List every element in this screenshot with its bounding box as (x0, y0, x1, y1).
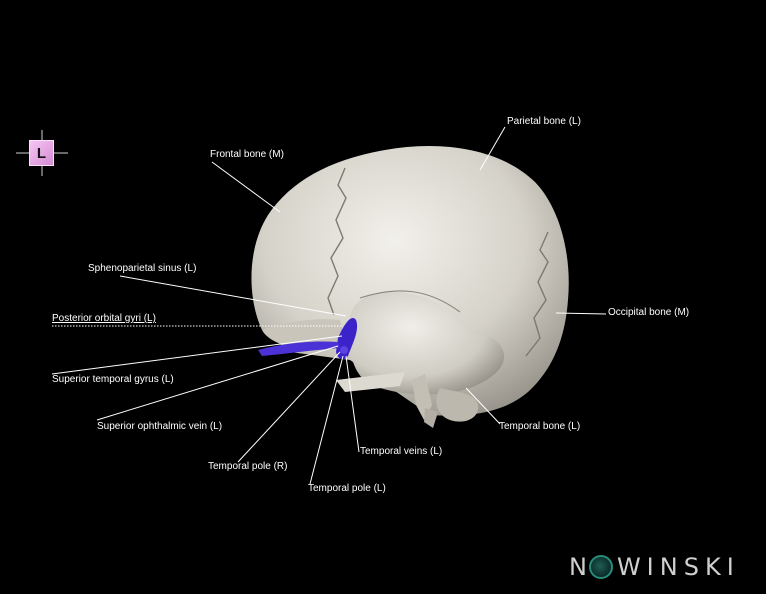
mastoid-process (436, 388, 479, 422)
label-occipital-bone: Occipital bone (M) (608, 307, 690, 318)
lower-process (424, 408, 438, 428)
zygomatic-process (336, 372, 405, 392)
pointer-occipital (555, 312, 607, 315)
pointer-temporal-pole-r (237, 351, 341, 463)
label-frontal-bone: Frontal bone (M) (210, 149, 284, 160)
brand-text-left: N (569, 553, 593, 581)
pointer-sphenoparietal (119, 275, 347, 317)
temporal-bone-shape (348, 291, 505, 395)
pointer-lines (51, 126, 607, 485)
orientation-letter: L (29, 140, 54, 166)
pointer-parietal (479, 126, 506, 171)
pointer-temporal-pole-l (309, 355, 344, 485)
label-superior-ophthalmic-vein: Superior ophthalmic vein (L) (97, 421, 223, 432)
pointer-temporal-bone (465, 387, 501, 425)
orientation-cube[interactable]: L (16, 130, 68, 176)
styloid-process (412, 374, 432, 420)
brain-globe-icon (588, 555, 613, 579)
label-superior-temporal-gyrus: Superior temporal gyrus (L) (52, 374, 174, 385)
label-temporal-veins: Temporal veins (L) (360, 446, 443, 457)
coronal-suture (327, 167, 347, 316)
pointer-frontal (211, 161, 281, 213)
label-temporal-bone: Temporal bone (L) (499, 421, 581, 432)
label-temporal-pole-left: Temporal pole (L) (308, 483, 386, 494)
pointer-superior-temporal-gyrus (51, 335, 343, 375)
squamous-suture (359, 290, 461, 313)
label-sphenoparietal-sinus: Sphenoparietal sinus (L) (88, 263, 197, 274)
brand-text-right: WINSKI (616, 553, 740, 581)
nowinski-logo: N WINSKI (569, 552, 740, 582)
lambdoid-suture (525, 231, 549, 357)
pointer-temporal-veins (345, 355, 360, 453)
label-parietal-bone: Parietal bone (L) (507, 116, 581, 127)
label-posterior-orbital-gyri: Posterior orbital gyri (L) (52, 313, 156, 324)
label-temporal-pole-right: Temporal pole (R) (208, 461, 288, 472)
vessel-ophthalmic (258, 341, 340, 356)
temporal-pole-marker (340, 346, 348, 354)
pointer-superior-ophthalmic (96, 345, 339, 421)
